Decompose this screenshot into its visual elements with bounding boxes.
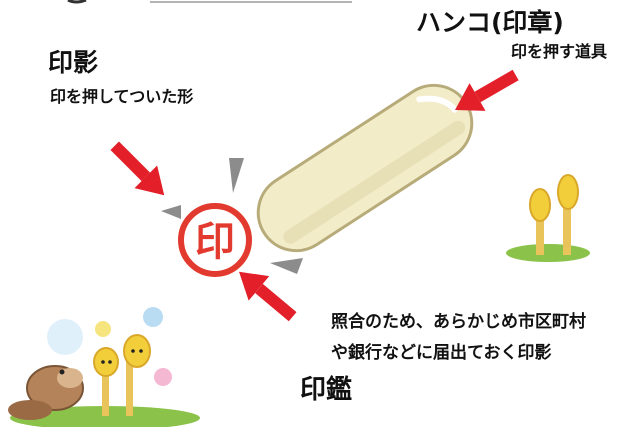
- impact-tick-marks: [161, 158, 303, 274]
- seal-char: 印: [195, 219, 235, 265]
- inkan-title: 印鑑: [300, 375, 353, 405]
- mole-character-icon: [8, 365, 200, 427]
- hanko-title: ハンコ(印章): [416, 8, 564, 37]
- sprout-character-icon: [506, 174, 590, 262]
- sprout-character-icon: [93, 334, 151, 416]
- seal-impression-icon: 印: [178, 203, 252, 277]
- hanko-description: 印を押す道具: [511, 42, 608, 61]
- inkan-description-line2: や銀行などに届出ておく印影: [331, 343, 552, 363]
- inkan-ei-title: 印影: [48, 48, 99, 77]
- inkan-ei-description: 印を押してついた形: [50, 87, 194, 106]
- bubble-icon: [47, 307, 172, 386]
- inkan-description-line1: 照合のため、あらかじめ市区町村: [331, 312, 586, 332]
- top-divider: [67, 0, 352, 4]
- hanko-stamp-icon: [256, 83, 474, 253]
- arrow-icon: [103, 134, 176, 207]
